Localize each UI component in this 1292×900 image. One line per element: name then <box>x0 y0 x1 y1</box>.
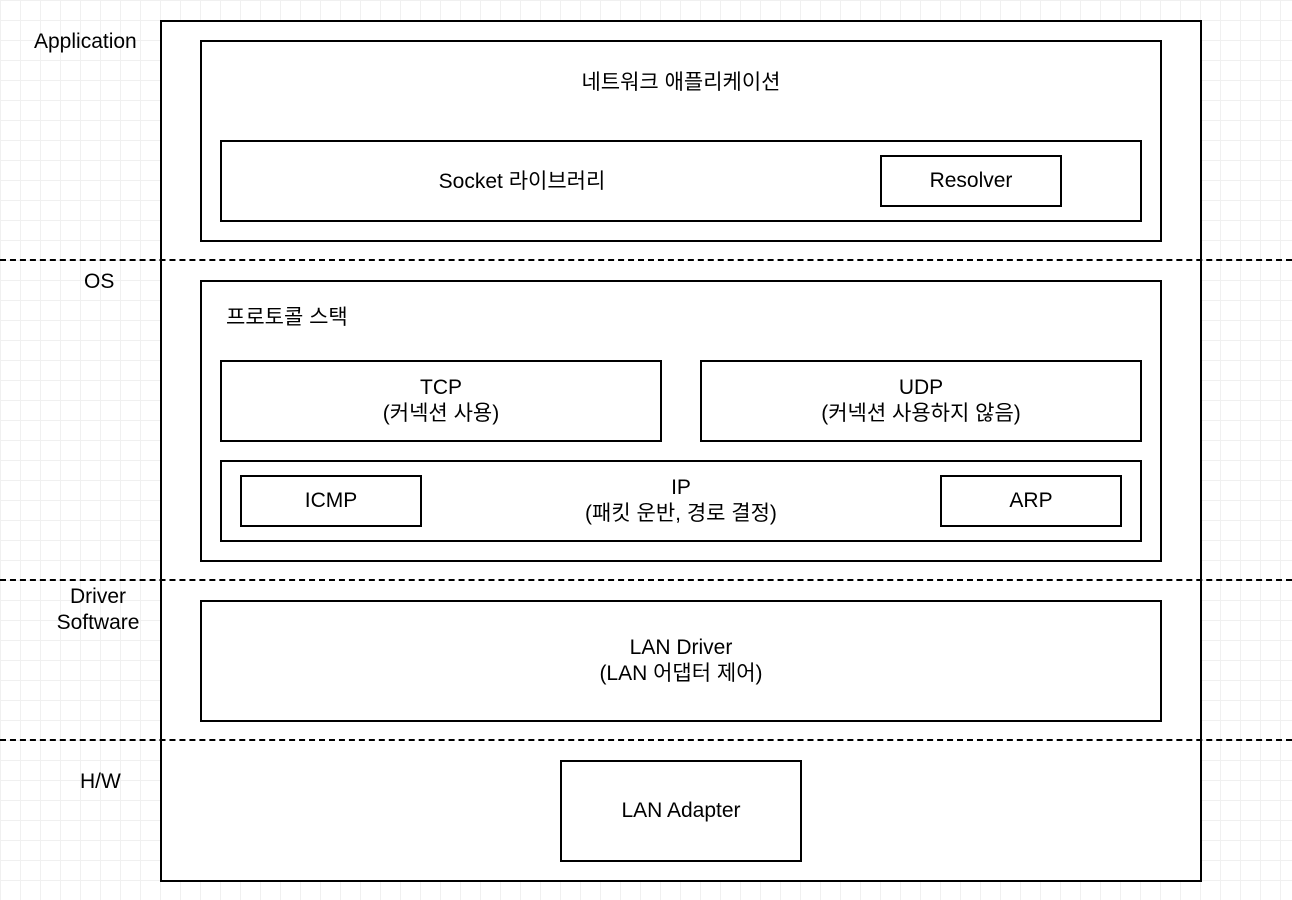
network-application-label: 네트워크 애플리케이션 <box>581 71 781 94</box>
udp-box[interactable]: UDP (커넥션 사용하지 않음) <box>700 360 1142 442</box>
layer-label-hw: H/W <box>80 770 121 793</box>
separator-os-driver <box>0 579 1292 581</box>
socket-library-label: Socket 라이브러리 <box>438 170 606 193</box>
udp-name: UDP <box>898 376 944 399</box>
lan-adapter-box[interactable]: LAN Adapter <box>560 760 802 862</box>
lan-driver-name: LAN Driver <box>629 636 733 659</box>
layer-label-application: Application <box>34 30 137 53</box>
separator-driver-hw <box>0 739 1292 741</box>
lan-driver-box[interactable]: LAN Driver (LAN 어댑터 제어) <box>200 600 1162 722</box>
resolver-label: Resolver <box>929 169 1013 192</box>
udp-description: (커넥션 사용하지 않음) <box>821 402 1021 425</box>
layer-label-driver-line1: Driver <box>70 585 126 608</box>
lan-driver-description: (LAN 어댑터 제어) <box>599 662 763 685</box>
ip-name: IP <box>671 476 691 499</box>
resolver-box[interactable]: Resolver <box>880 155 1062 207</box>
icmp-box[interactable]: ICMP <box>240 475 422 527</box>
tcp-description: (커넥션 사용) <box>382 402 500 425</box>
tcp-box[interactable]: TCP (커넥션 사용) <box>220 360 662 442</box>
layer-label-driver-software: Driver Software <box>50 584 146 636</box>
icmp-label: ICMP <box>304 489 358 512</box>
lan-adapter-label: LAN Adapter <box>621 799 741 822</box>
ip-description: (패킷 운반, 경로 결정) <box>585 502 777 525</box>
tcp-name: TCP <box>420 376 462 399</box>
layer-label-os: OS <box>84 270 115 293</box>
arp-label: ARP <box>1009 489 1053 512</box>
protocol-stack-title: 프로토콜 스택 <box>226 306 348 329</box>
separator-app-os <box>0 259 1292 261</box>
layer-label-driver-line2: Software <box>56 611 140 634</box>
arp-box[interactable]: ARP <box>940 475 1122 527</box>
